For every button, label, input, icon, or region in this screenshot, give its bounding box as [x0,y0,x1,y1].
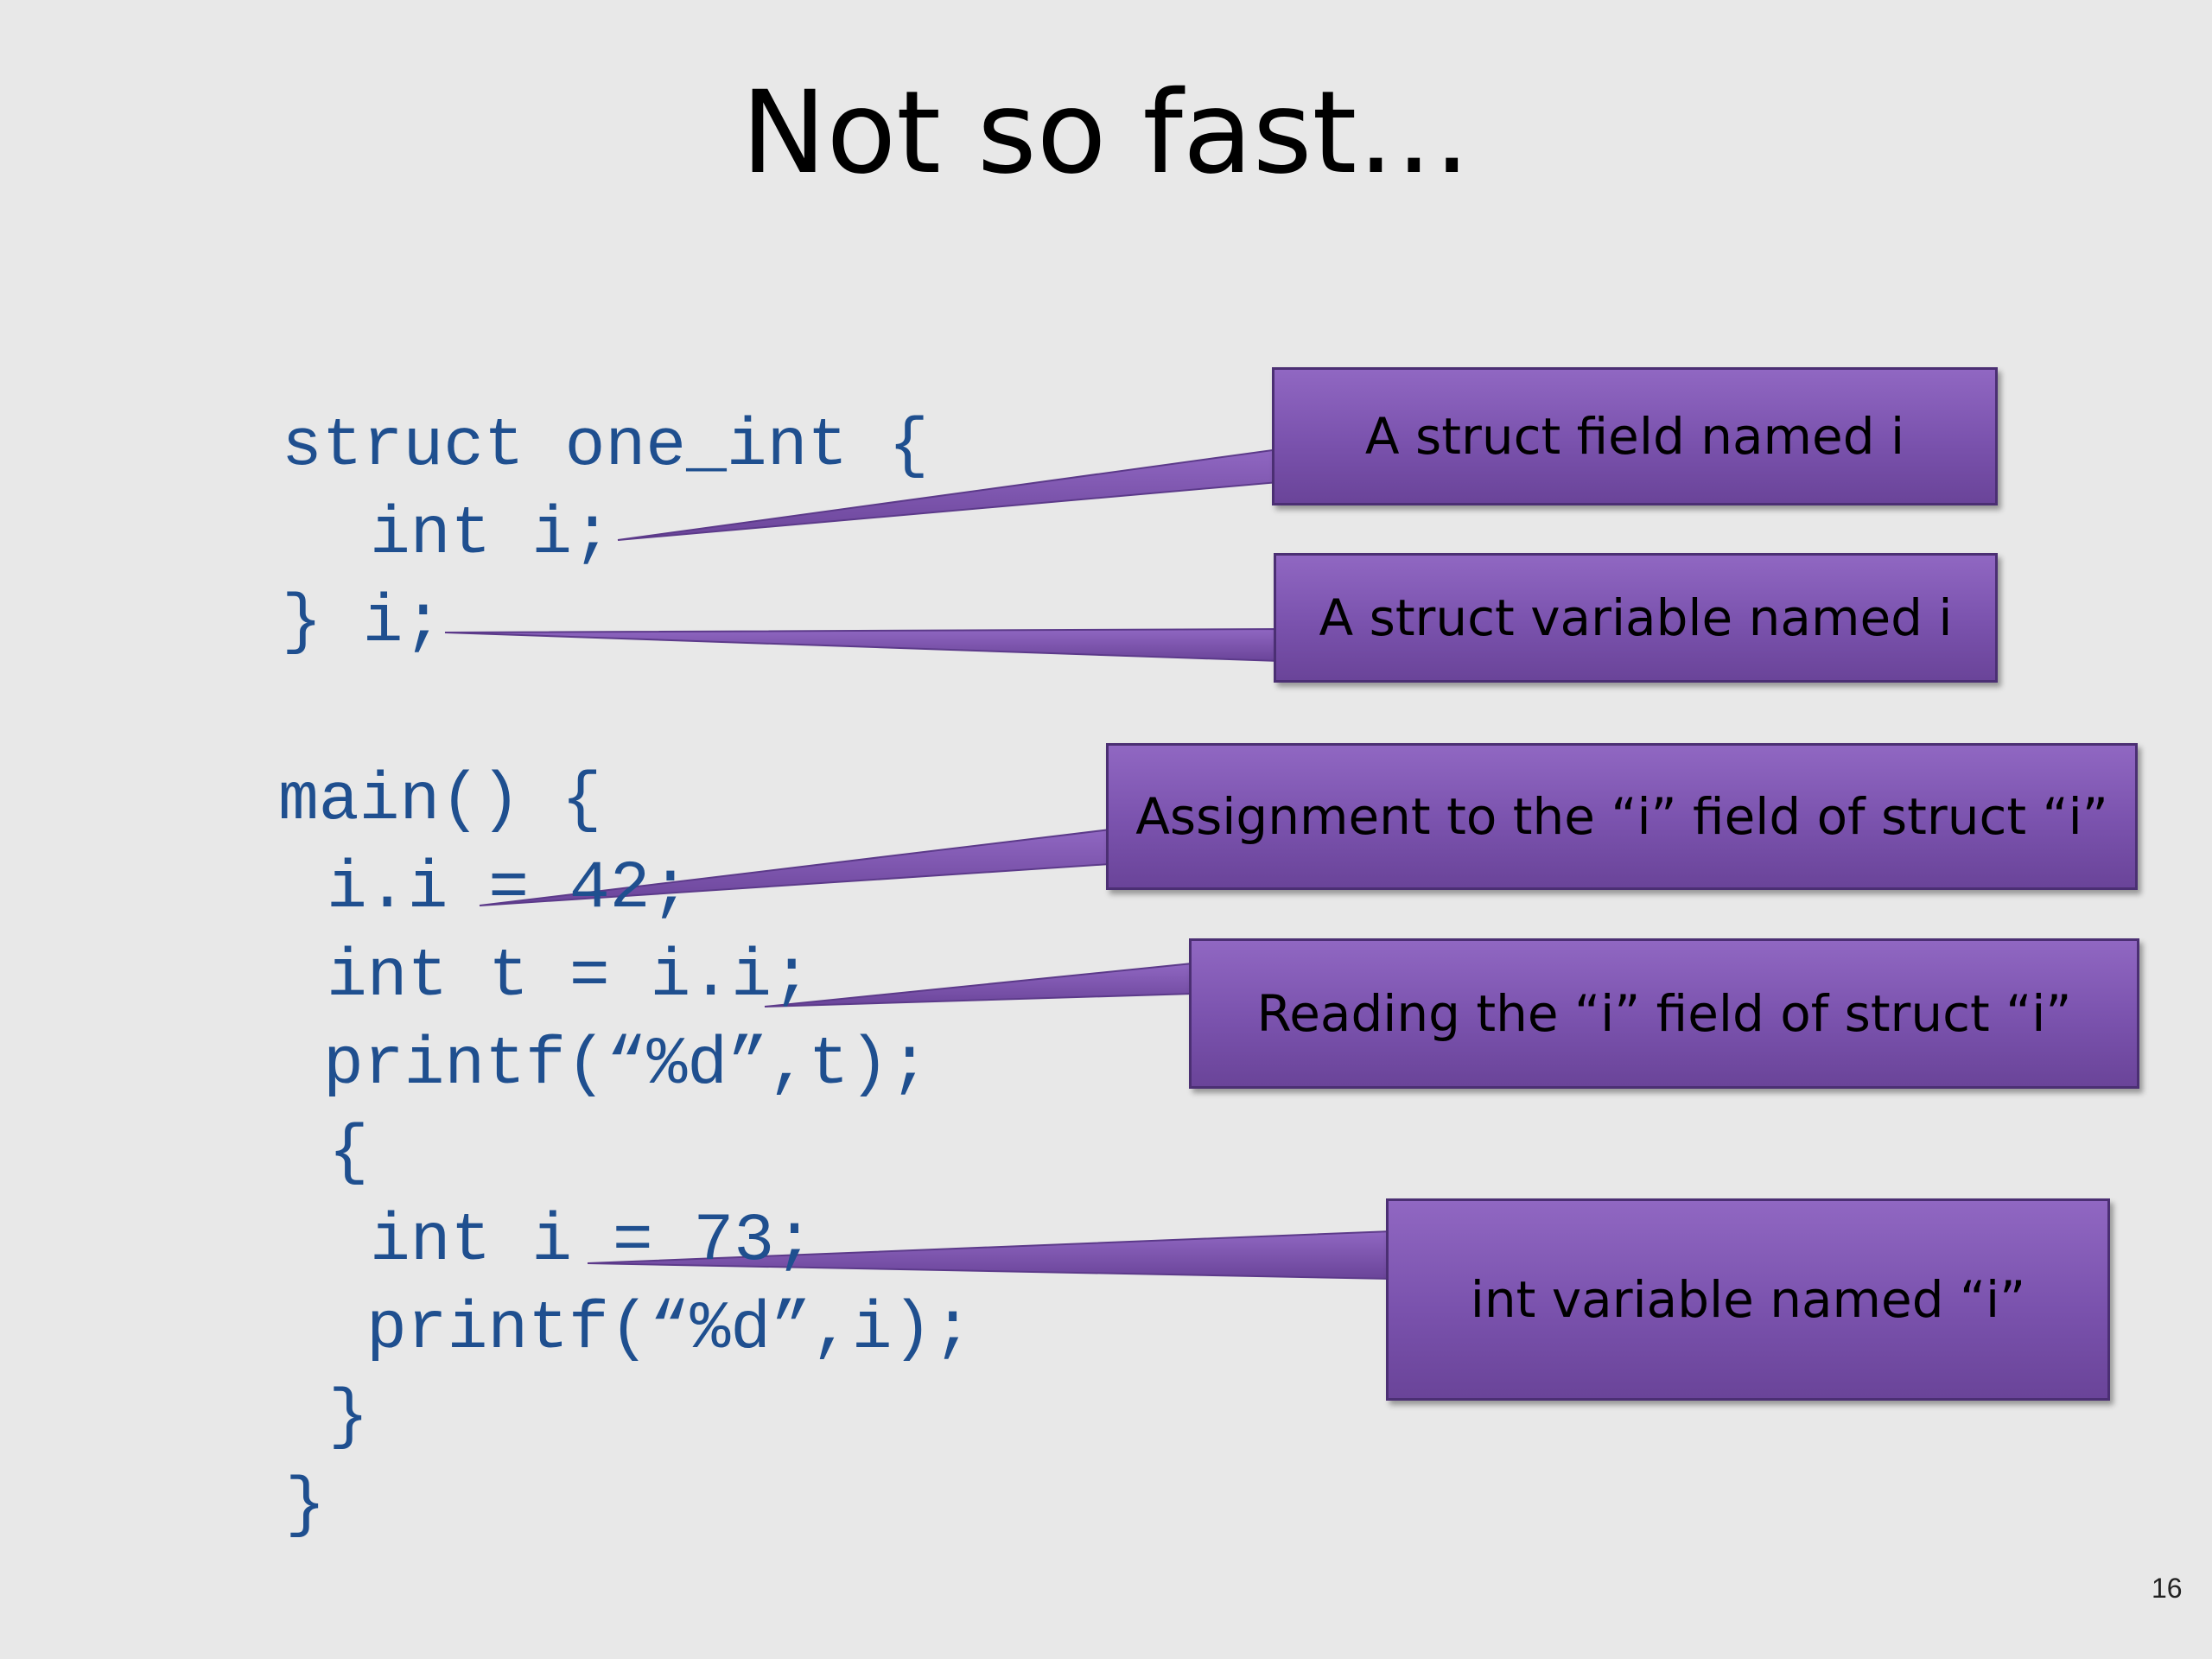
code-line-4: main() { [278,763,602,839]
callout-int-variable: int variable named “i” [1386,1198,2110,1401]
code-line-5: i.i = 42; [327,851,691,927]
code-line-11: } [328,1380,369,1456]
callout-reading: Reading the “i” field of struct “i” [1189,938,2139,1089]
code-line-6: int t = i.i; [327,939,812,1015]
code-line-9: int i = 73; [370,1204,815,1280]
code-line-2: int i; [370,497,613,573]
code-line-8: { [328,1116,369,1192]
slide-title: Not so fast… [741,67,1471,200]
pointer-struct-variable [444,627,1280,663]
callout-struct-field: A struct field named i [1272,367,1998,505]
callout-assignment: Assignment to the “i” field of struct “i… [1106,743,2138,890]
callout-struct-variable: A struct variable named i [1274,553,1998,683]
code-line-10: printf(“%d”,i); [366,1292,974,1368]
code-line-12: } [285,1468,326,1544]
slide-number: 16 [2152,1573,2183,1604]
pointer-reading [764,962,1193,1007]
code-line-3: } i; [282,585,444,661]
code-line-7: printf(“%d”,t); [323,1027,931,1103]
code-line-1: struct one_int { [282,409,929,485]
